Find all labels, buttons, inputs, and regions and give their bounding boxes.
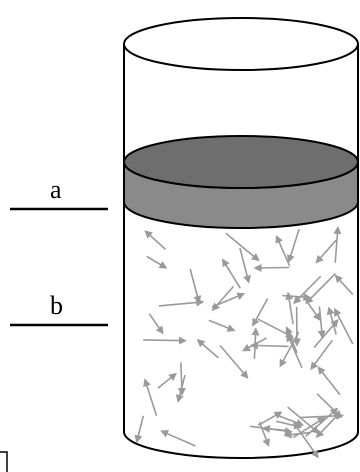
label-b-group: b (10, 291, 108, 327)
molecule-arrow (239, 247, 251, 284)
cylinder-top-rim (123, 17, 359, 71)
molecule-arrow (315, 415, 338, 438)
molecule-arrow (189, 268, 202, 304)
label-a-group: a (10, 175, 108, 211)
molecule-arrow (143, 378, 158, 416)
molecule-arrow (299, 411, 345, 420)
molecule-arrow (208, 319, 236, 332)
molecule-arrow (160, 430, 196, 447)
molecule-arrow (292, 421, 319, 459)
molecule-arrow (285, 291, 294, 325)
layer-a-top-surface (123, 135, 359, 189)
molecule-arrow (292, 416, 326, 439)
molecule-arrow (317, 306, 326, 339)
molecule-arrow (177, 362, 186, 396)
molecule-arrow (196, 339, 219, 359)
molecule-arrow (305, 272, 337, 305)
molecule-arrow (225, 232, 260, 262)
molecule-arrow (258, 421, 270, 447)
cylinder (123, 17, 359, 459)
molecule-arrow (251, 327, 260, 359)
molecule-arrow (257, 318, 295, 338)
molecule-arrow (326, 306, 337, 335)
label-a: a (50, 175, 62, 204)
molecule-arrow (221, 258, 241, 289)
molecule-arrow (310, 339, 334, 371)
molecule-arrow (257, 411, 283, 426)
molecule-arrow (333, 226, 342, 263)
label-b: b (50, 291, 63, 320)
molecule-arrow (143, 336, 187, 345)
molecule-arrow (315, 239, 337, 264)
molecule-arrow (252, 298, 269, 327)
molecule-arrow (157, 372, 177, 389)
molecule-arrow (146, 255, 168, 269)
molecule-arrows (134, 226, 354, 459)
molecule-arrow (253, 263, 290, 272)
molecule-arrow (293, 275, 322, 305)
molecule-arrow (249, 341, 289, 350)
molecule-arrow (334, 274, 354, 295)
molecule-arrow (144, 230, 167, 250)
molecule-arrow (287, 406, 320, 434)
corner-mark (0, 451, 8, 472)
molecule-arrow (211, 285, 235, 312)
molecule-arrow (219, 344, 249, 379)
molecule-arrow (317, 366, 341, 396)
molecule-arrow (286, 333, 303, 369)
molecule-arrow (148, 313, 164, 335)
molecule-arrow (279, 331, 300, 368)
molecule-arrow (334, 307, 354, 345)
layer-a (123, 135, 359, 229)
molecule-arrow (158, 298, 205, 307)
molecule-arrow (286, 228, 300, 264)
molecule-arrow (134, 415, 145, 444)
